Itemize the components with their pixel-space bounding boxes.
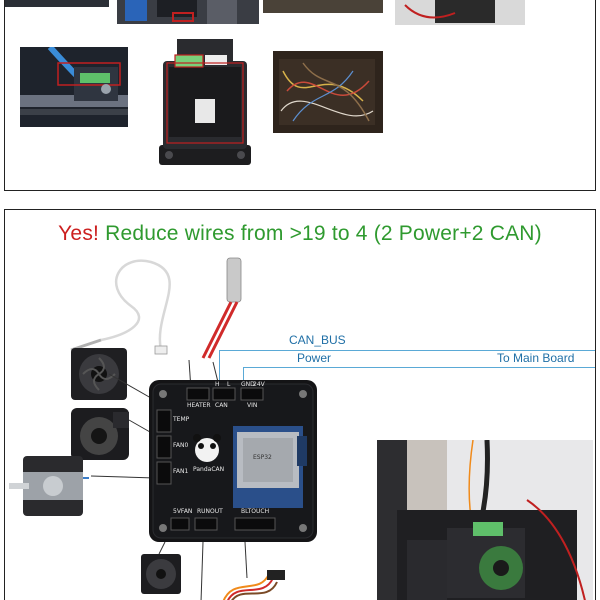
photo-extruder-plate — [155, 33, 255, 169]
fan-image-1 — [71, 348, 127, 400]
pandacan-board: HEATER CAN VIN H L GND 24V TEMP FAN0 FAN… — [149, 380, 317, 542]
stepper-motor-image — [9, 456, 89, 516]
headline-yes: Yes! — [58, 222, 100, 245]
label-heater: HEATER — [187, 402, 211, 409]
can-bus-drop — [219, 350, 220, 380]
label-bltouch: BLTOUCH — [241, 508, 270, 515]
label-fan1: FAN1 — [173, 468, 189, 475]
to-main-board-label: To Main Board — [497, 351, 575, 365]
headline: Yes! Reduce wires from >19 to 4 (2 Power… — [5, 222, 595, 246]
label-pin-l: L — [227, 381, 231, 388]
photo-messy-wiring — [273, 51, 383, 133]
blower-fan-image — [71, 408, 129, 460]
bltouch-cable-image — [222, 570, 285, 600]
top-photo-panel — [4, 0, 596, 191]
photo-strip-2 — [117, 0, 259, 24]
can-bus-label: CAN_BUS — [289, 333, 346, 347]
heater-cartridge-image — [201, 257, 242, 359]
label-runout: RUNOUT — [197, 508, 223, 515]
label-pin-24v: 24V — [253, 381, 265, 388]
headline-rest: Reduce wires from >19 to 4 (2 Power+2 CA… — [99, 222, 542, 245]
photo-strip-1 — [5, 0, 109, 7]
bottom-diagram-panel: Yes! Reduce wires from >19 to 4 (2 Power… — [4, 209, 596, 600]
photo-strip-4 — [395, 0, 525, 25]
small-fan-image — [141, 554, 181, 594]
can-bus-line — [219, 350, 595, 351]
power-label: Power — [297, 351, 332, 365]
photo-strip-3 — [263, 0, 383, 13]
power-line — [243, 367, 595, 368]
label-brand: PandaCAN — [193, 466, 225, 473]
photo-printer-toolhead — [377, 440, 593, 600]
power-drop — [243, 367, 244, 380]
label-temp: TEMP — [173, 416, 190, 423]
label-pin-gnd: GND — [241, 381, 255, 388]
label-module: ESP32 — [253, 454, 272, 461]
label-vin: VIN — [247, 402, 258, 409]
label-5vfan: 5VFAN — [173, 508, 193, 515]
label-pin-h: H — [215, 381, 220, 388]
label-fan0: FAN0 — [173, 442, 189, 449]
photo-rail-carriage — [20, 47, 128, 127]
label-can: CAN — [215, 402, 228, 409]
